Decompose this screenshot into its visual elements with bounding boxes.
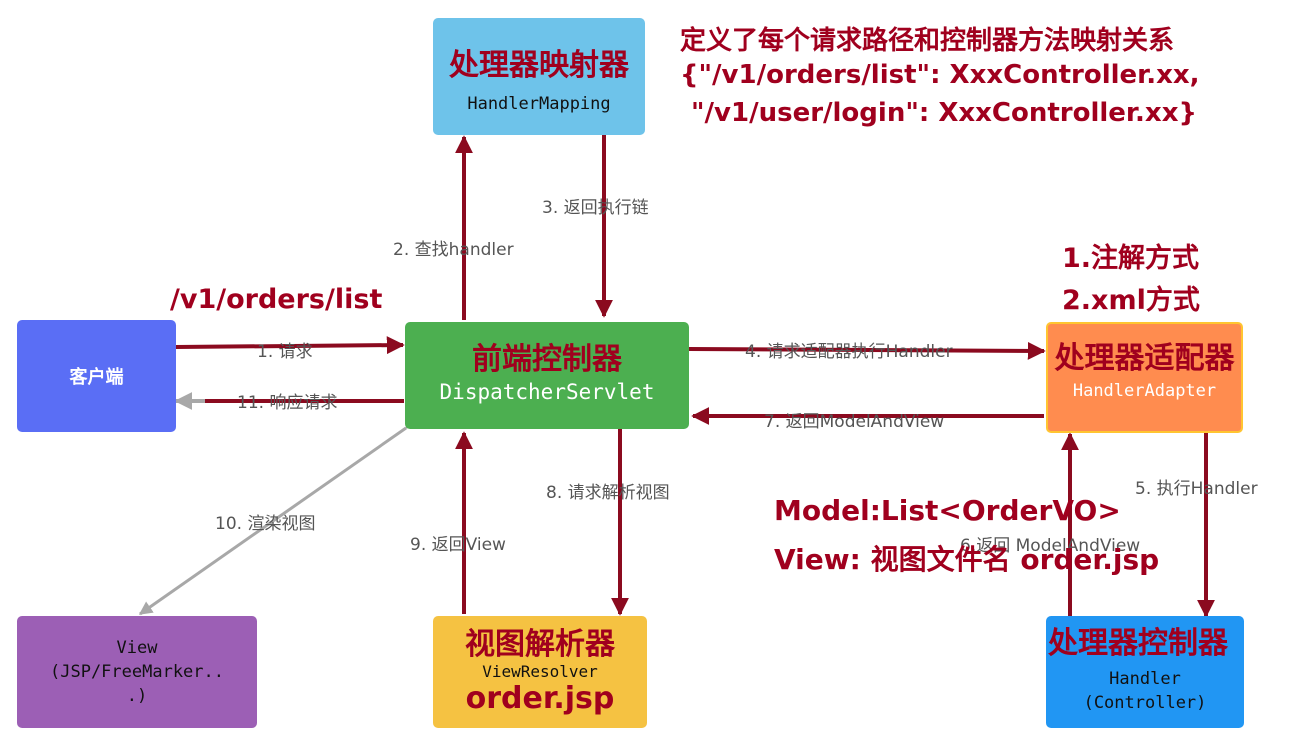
view-resolver-file: order.jsp bbox=[465, 681, 615, 716]
view-resolver-title: 视图解析器 bbox=[465, 627, 615, 662]
dispatcher-title: 前端控制器 bbox=[472, 341, 622, 377]
mapping-note-line-2: {"/v1/orders/list": XxxController.xx, bbox=[680, 60, 1200, 90]
handler-subtitle: Handler (Controller) bbox=[1083, 669, 1207, 713]
handler-controller-box: 处理器控制器 Handler (Controller) bbox=[1046, 616, 1244, 728]
edge-label-return-view: 9. 返回View bbox=[410, 535, 506, 555]
mapping-note-line-1: 定义了每个请求路径和控制器方法映射关系 bbox=[680, 26, 1175, 56]
handler-adapter-box: 处理器适配器 HandlerAdapter bbox=[1046, 322, 1243, 433]
edge-label-find-handler: 2. 查找handler bbox=[393, 240, 514, 260]
client-label: 客户端 bbox=[69, 367, 124, 388]
edge-label-return-mav: 7. 返回ModelAndView bbox=[764, 412, 945, 432]
handler-title: 处理器控制器 bbox=[1048, 626, 1228, 661]
request-path-note: /v1/orders/list bbox=[170, 284, 383, 315]
view-note: View: 视图文件名 order.jsp bbox=[774, 543, 1160, 576]
handler-adapter-title: 处理器适配器 bbox=[1054, 340, 1235, 376]
edge-label-resolve-view: 8. 请求解析视图 bbox=[546, 483, 670, 503]
dispatcher-subtitle: DispatcherServlet bbox=[439, 379, 655, 404]
handler-adapter-subtitle: HandlerAdapter bbox=[1072, 380, 1217, 401]
view-resolver-subtitle: ViewResolver bbox=[482, 662, 598, 681]
model-note: Model:List<OrderVO> bbox=[774, 494, 1121, 527]
edge-label-exec-handler: 5. 执行Handler bbox=[1135, 479, 1258, 499]
edge-label-return-chain: 3. 返回执行链 bbox=[542, 198, 649, 218]
arrow-render bbox=[138, 415, 420, 616]
view-resolver-box: 视图解析器 ViewResolver order.jsp bbox=[433, 616, 647, 728]
arrow-adapter-exec bbox=[688, 341, 1046, 360]
arrow-request bbox=[175, 336, 405, 355]
client-box: 客户端 bbox=[17, 320, 176, 432]
mapping-note-line-3: "/v1/user/login": XxxController.xx} bbox=[691, 98, 1197, 128]
handler-mapping-box: 处理器映射器 HandlerMapping bbox=[433, 18, 645, 135]
edge-label-response: 11. 响应请求 bbox=[237, 393, 338, 413]
edge-label-adapter-exec: 4. 请求适配器执行Handler bbox=[745, 342, 953, 362]
handler-mapping-title: 处理器映射器 bbox=[449, 47, 629, 83]
handler-mapping-subtitle: HandlerMapping bbox=[467, 93, 611, 114]
view-box: View (JSP/FreeMarker.. .) bbox=[17, 616, 257, 728]
adapter-mode-xml: 2.xml方式 bbox=[1062, 285, 1200, 316]
adapter-mode-annotation: 1.注解方式 bbox=[1062, 243, 1200, 274]
dispatcher-servlet-box: 前端控制器 DispatcherServlet bbox=[405, 322, 689, 429]
view-label: View (JSP/FreeMarker.. .) bbox=[50, 638, 224, 706]
edge-label-request: 1. 请求 bbox=[257, 342, 313, 362]
edge-label-handler-return: 6.返回 ModelAndView bbox=[960, 536, 1141, 556]
edge-label-render: 10. 渲染视图 bbox=[215, 514, 316, 534]
